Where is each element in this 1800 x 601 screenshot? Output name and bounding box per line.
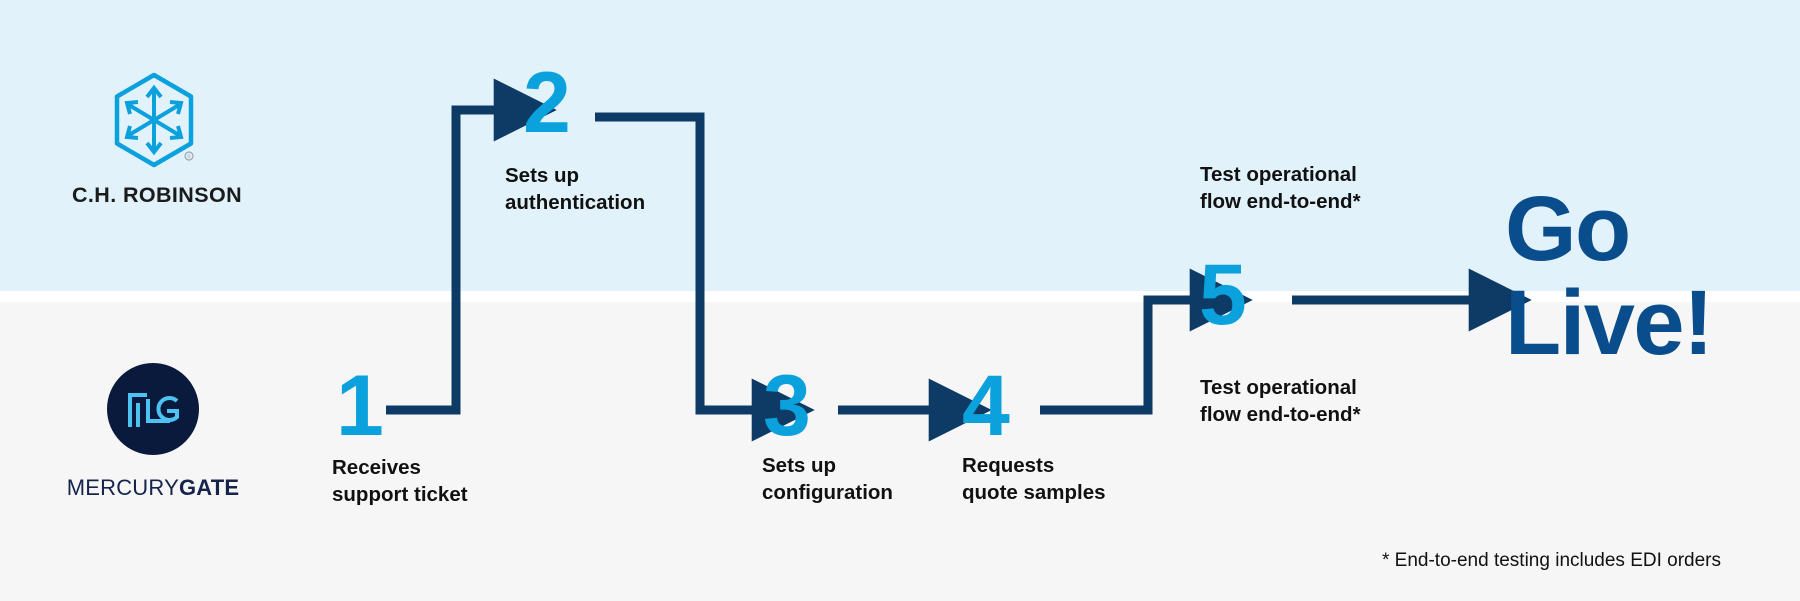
chrobinson-wordmark: C.H. ROBINSON — [71, 183, 243, 207]
lane-band-mercurygate — [0, 302, 1800, 601]
step-4-caption: Requests quote samples — [962, 454, 1106, 504]
mercurygate-logo-badge — [107, 363, 199, 455]
step-1-number: 1 — [336, 358, 384, 454]
mercurygate-wordmark-light: MERCURY — [66, 475, 179, 500]
step-2-caption: Sets up authentication — [505, 164, 646, 214]
chrobinson-hexagon-cube-icon: R — [112, 72, 196, 168]
step-5-number: 5 — [1199, 247, 1247, 343]
svg-text:R: R — [187, 155, 191, 161]
mercurygate-wordmark-bold: GATE — [178, 475, 240, 500]
step-5-caption-bottom: Test operational flow end-to-end* — [1200, 376, 1361, 426]
go-live-label: Go Live! — [1505, 178, 1714, 374]
step-5-caption-top: Test operational flow end-to-end* — [1200, 163, 1361, 213]
step-3-number: 3 — [763, 358, 811, 454]
step-3-caption: Sets up configuration — [762, 454, 893, 504]
lane-band-chrobinson — [0, 0, 1800, 291]
mercurygate-wordmark: MERCURYGATE — [50, 475, 256, 501]
step-2-number: 2 — [523, 55, 571, 151]
step-4-number: 4 — [962, 358, 1010, 454]
mercurygate-mg-monogram-icon — [128, 393, 179, 427]
step-1-caption: Receives support ticket — [332, 456, 468, 506]
footnote-text: * End-to-end testing includes EDI orders — [1382, 550, 1722, 571]
